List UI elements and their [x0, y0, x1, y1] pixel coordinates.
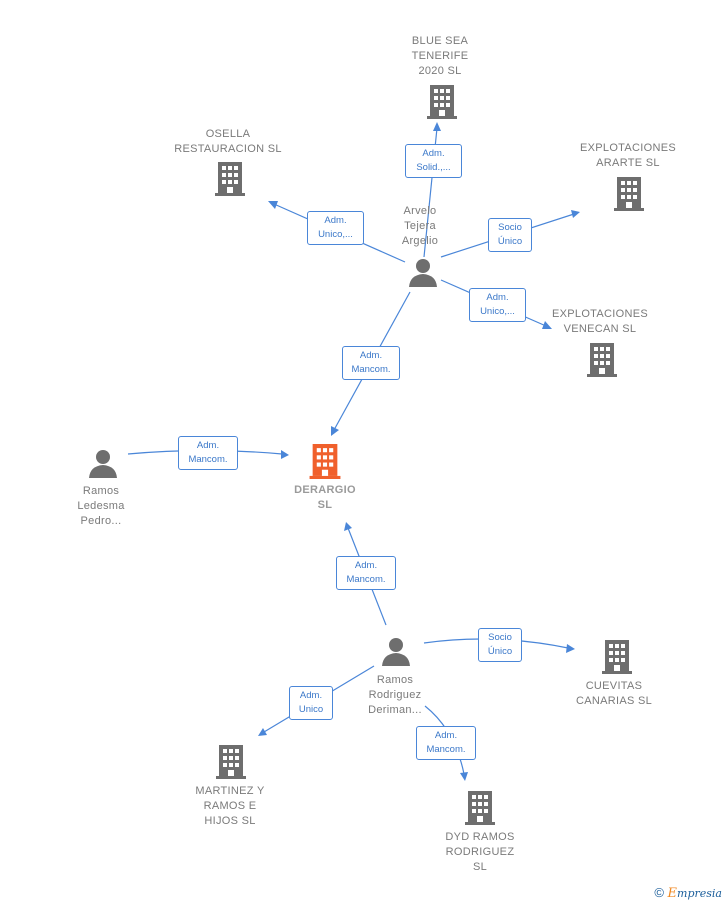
- edge-arrowhead: [258, 728, 267, 736]
- edge-label-arvelo-blue-sea: Adm. Solid.,...: [405, 144, 462, 178]
- edge-label-arvelo-venecan: Adm. Unico,...: [469, 288, 526, 322]
- node-label-osella[interactable]: OSELLA RESTAURACION SL: [174, 128, 282, 155]
- edge-arrowhead: [433, 122, 441, 131]
- node-label-ramos-ledesma[interactable]: Ramos Ledesma Pedro...: [77, 485, 125, 527]
- edge-arrowhead: [571, 210, 580, 218]
- building-icon: [216, 745, 246, 779]
- node-label-dyd[interactable]: DYD RAMOS RODRIGUEZ SL: [445, 831, 515, 873]
- edge-label-arvelo-ararte: Socio Único: [488, 218, 532, 252]
- building-icon: [614, 177, 644, 211]
- node-label-martinez[interactable]: MARTINEZ Y RAMOS E HIJOS SL: [195, 785, 265, 827]
- edge-arrowhead: [331, 426, 339, 436]
- edge-label-ramos-ledesma-derargio: Adm. Mancom.: [178, 436, 238, 470]
- node-label-blue-sea[interactable]: BLUE SEA TENERIFE 2020 SL: [411, 35, 469, 77]
- person-icon: [89, 450, 117, 478]
- edge-label-ramos-rodriguez-dyd: Adm. Mancom.: [416, 726, 476, 760]
- edge-arrowhead: [268, 201, 278, 209]
- edge-arrowhead: [281, 450, 289, 459]
- edge-label-ramos-rodriguez-derargio: Adm. Mancom.: [336, 556, 396, 590]
- building-icon: [215, 162, 245, 196]
- edge-label-arvelo-osella: Adm. Unico,...: [307, 211, 364, 245]
- edge-arrowhead: [460, 772, 468, 781]
- copyright-icon: ©: [654, 885, 664, 900]
- brand-logo-initial: E: [667, 886, 678, 901]
- edge-label-ramos-rodriguez-martinez: Adm. Unico: [289, 686, 333, 720]
- building-icon: [602, 640, 632, 674]
- edge-label-arvelo-derargio: Adm. Mancom.: [342, 346, 400, 380]
- person-icon: [382, 638, 410, 666]
- building-icon: [427, 85, 457, 119]
- person-icon: [409, 259, 437, 287]
- node-label-ramos-rodriguez[interactable]: Ramos Rodriguez Deriman...: [368, 674, 422, 716]
- node-label-venecan[interactable]: EXPLOTACIONES VENECAN SL: [552, 308, 648, 335]
- brand-logo-text: mpresia: [677, 887, 722, 900]
- building-icon: [465, 791, 495, 825]
- edge-label-ramos-rodriguez-cuevitas: Socio Único: [478, 628, 522, 662]
- building-icon: [587, 343, 617, 377]
- edge-arrowhead: [566, 644, 575, 653]
- node-label-arvelo[interactable]: Arvelo Tejera Argelio: [401, 205, 439, 247]
- edge-arrowhead: [344, 522, 352, 531]
- edge-arrowhead: [542, 321, 552, 329]
- brand-footer[interactable]: © Empresia: [654, 885, 722, 901]
- node-label-derargio[interactable]: DERARGIO SL: [294, 484, 356, 511]
- node-label-cuevitas[interactable]: CUEVITAS CANARIAS SL: [575, 680, 653, 707]
- building-icon-focus: [309, 444, 341, 479]
- node-label-ararte[interactable]: EXPLOTACIONES ARARTE SL: [580, 142, 676, 169]
